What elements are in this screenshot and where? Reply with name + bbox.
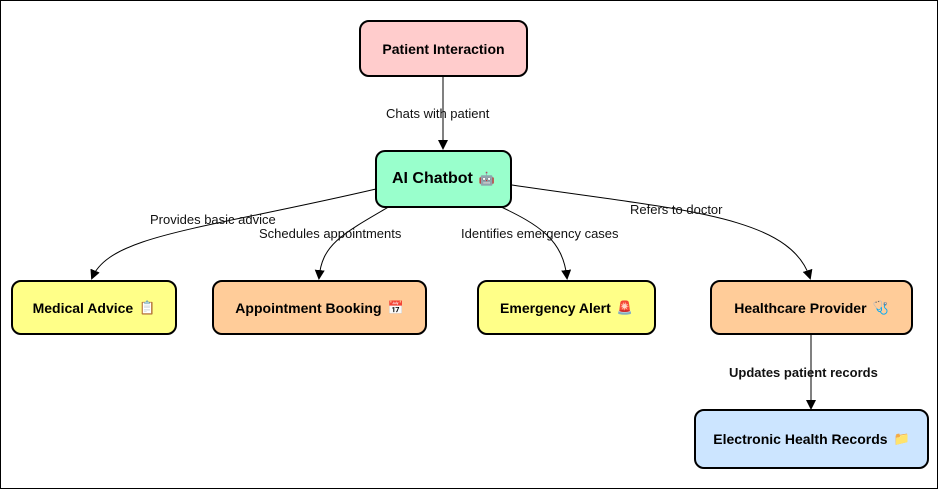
siren-icon: 🚨 — [616, 299, 633, 315]
edge-refer — [511, 184, 813, 280]
node-emergency-alert: Emergency Alert 🚨 — [477, 280, 656, 335]
node-patient-interaction: Patient Interaction — [359, 20, 528, 77]
calendar-icon: 📅 — [387, 299, 404, 315]
robot-icon: 🤖 — [478, 171, 496, 186]
node-healthcare-provider: Healthcare Provider 🩺 — [710, 280, 913, 335]
node-ai-chatbot-label: AI Chatbot — [391, 170, 473, 187]
node-healthcare-provider-label: Healthcare Provider — [734, 299, 867, 316]
edge-advice — [90, 188, 377, 280]
edge-emergency — [496, 204, 572, 280]
stethoscope-icon: 🩺 — [872, 299, 889, 315]
folder-icon: 📁 — [893, 431, 910, 446]
node-appointment-booking-label: Appointment Booking — [235, 299, 382, 316]
edge-schedule — [314, 204, 393, 280]
clipboard-icon: 📋 — [139, 299, 156, 315]
node-medical-advice: Medical Advice 📋 — [11, 280, 177, 335]
edge-label-advice: Provides basic advice — [150, 212, 276, 227]
edge-label-emergency: Identifies emergency cases — [461, 226, 619, 241]
node-ai-chatbot: AI Chatbot 🤖 — [375, 150, 512, 208]
node-appointment-booking: Appointment Booking 📅 — [212, 280, 427, 335]
node-medical-advice-label: Medical Advice — [32, 299, 134, 316]
node-emergency-alert-label: Emergency Alert — [500, 299, 611, 316]
edge-label-updates: Updates patient records — [729, 365, 878, 380]
node-patient-interaction-label: Patient Interaction — [382, 40, 505, 57]
edge-label-chats: Chats with patient — [386, 106, 490, 121]
node-electronic-health-records: Electronic Health Records 📁 — [694, 409, 929, 469]
node-electronic-health-records-label: Electronic Health Records — [713, 431, 888, 447]
edge-label-refer: Refers to doctor — [630, 202, 723, 217]
edge-label-schedule: Schedules appointments — [259, 226, 402, 241]
